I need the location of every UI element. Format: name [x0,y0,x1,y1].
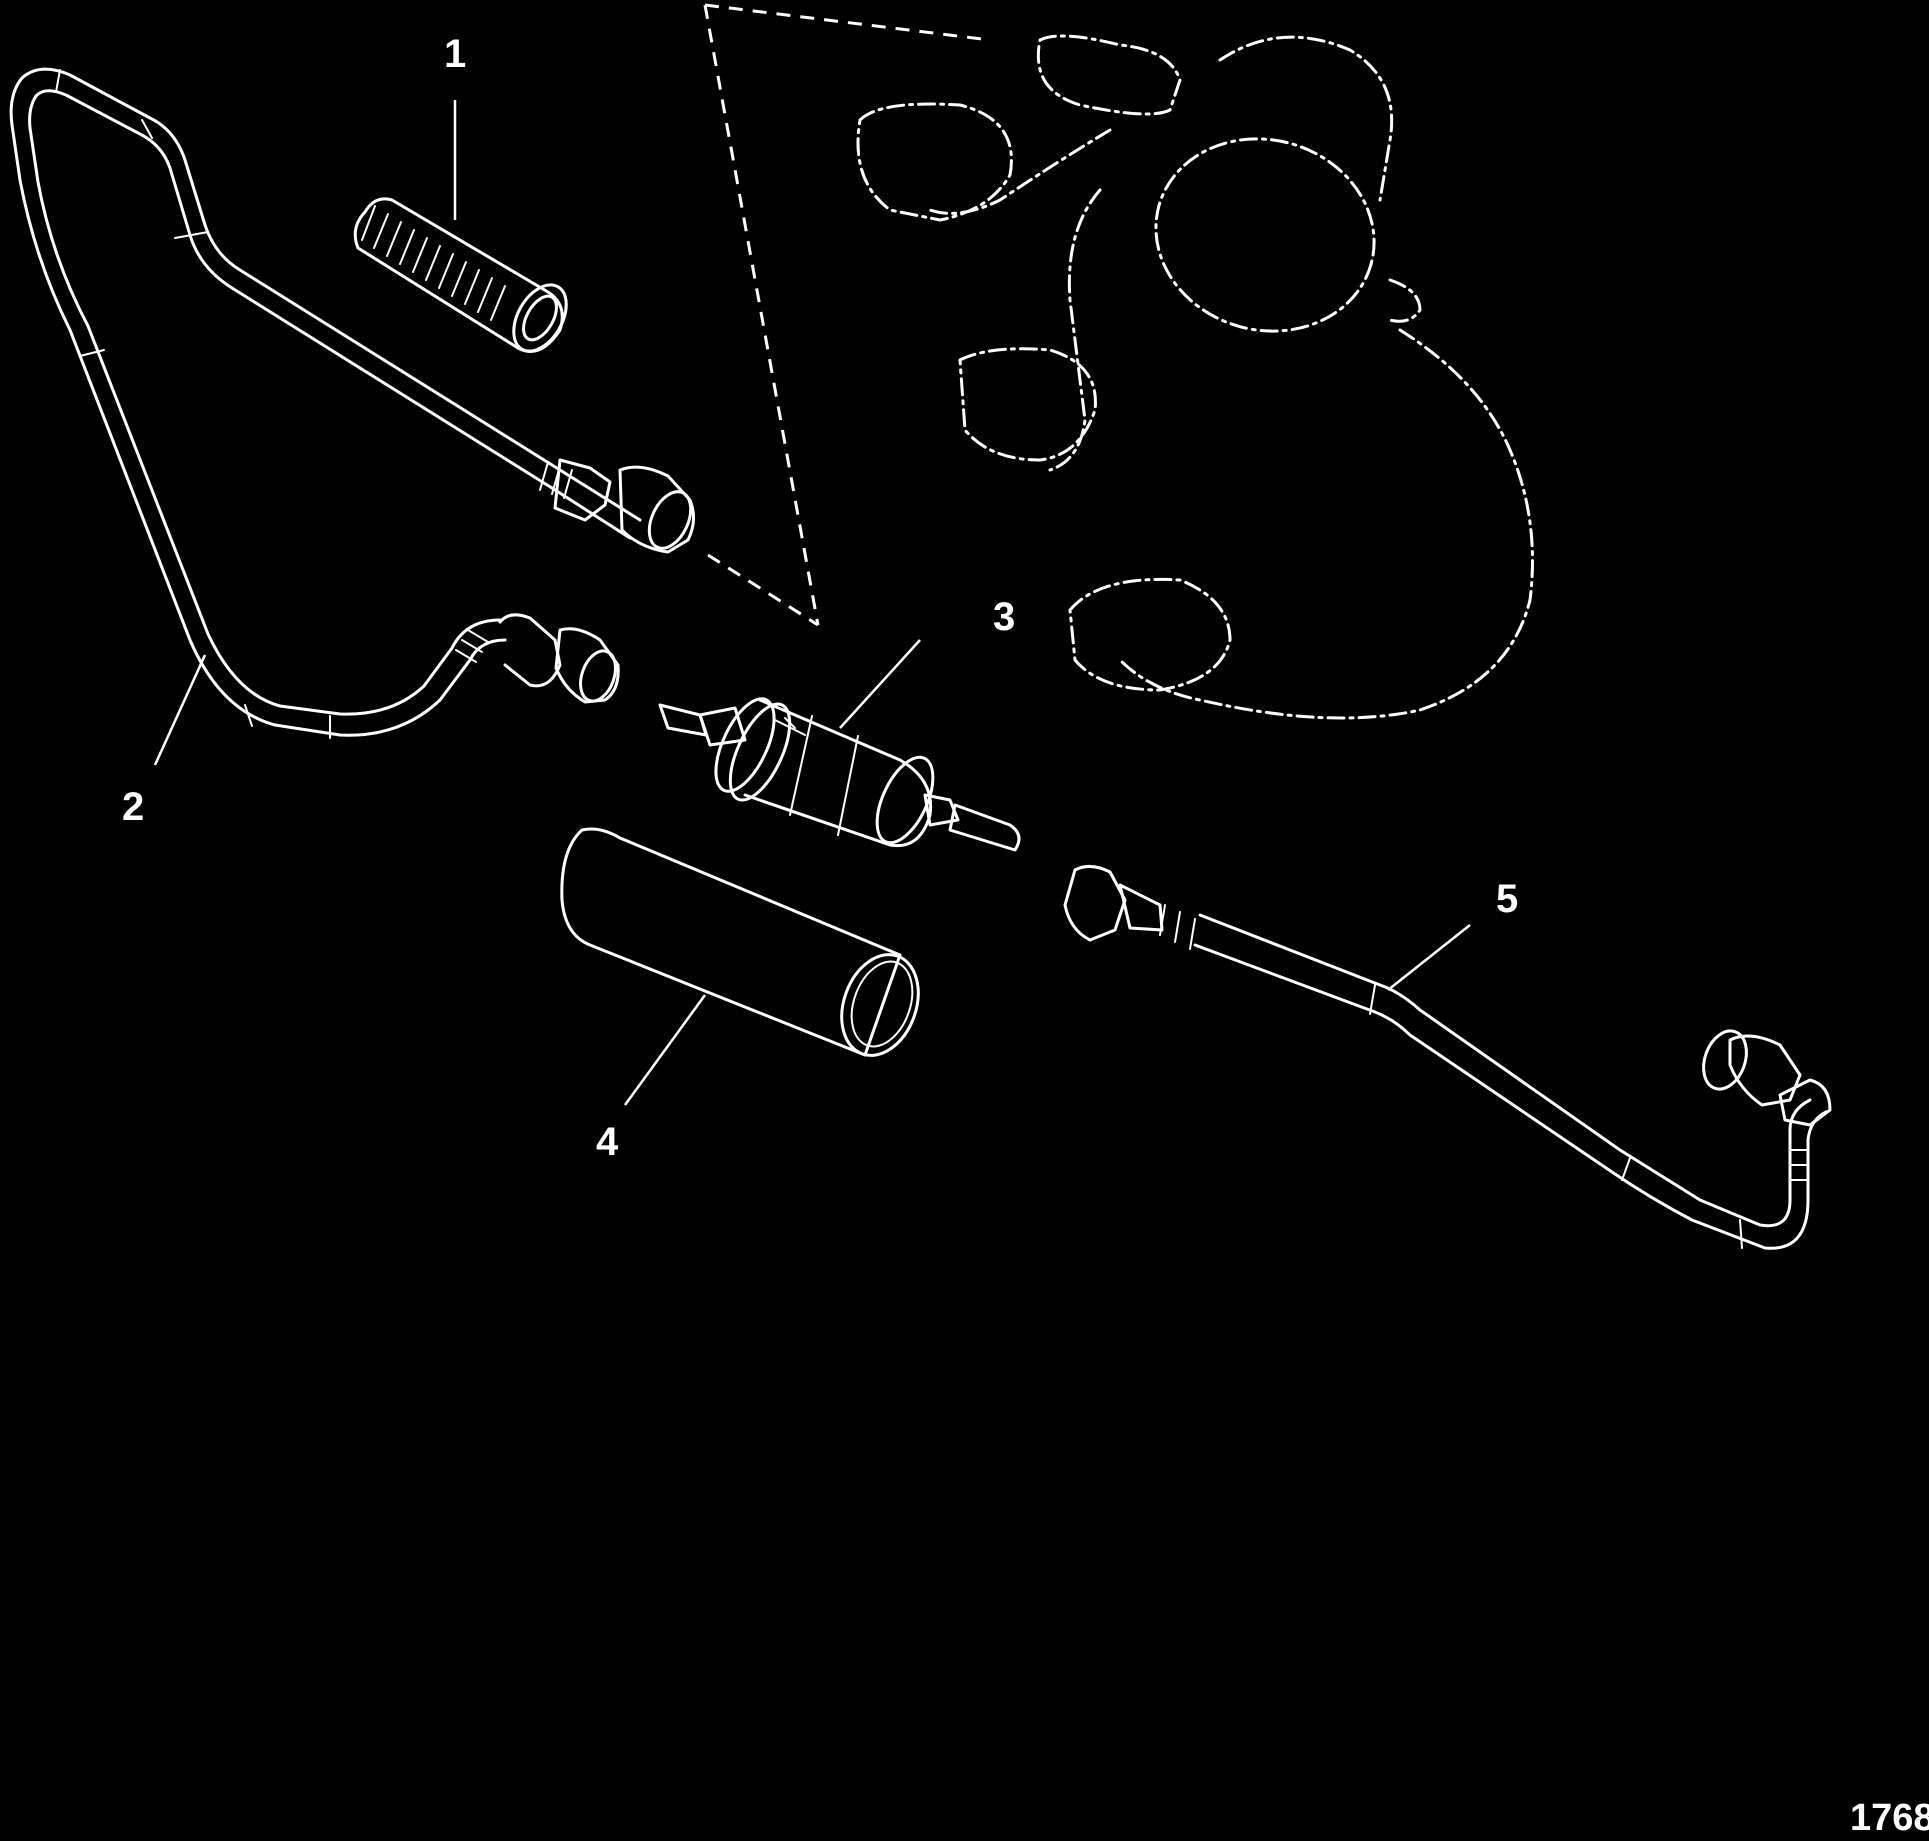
part-2-fuel-line [9,67,695,739]
part-4-sleeve-tube [560,827,920,1057]
callout-5: 5 [1496,877,1518,921]
leader-3 [839,639,921,729]
dashed-reference-lines [703,3,991,627]
callout-4: 4 [596,1120,619,1164]
part-5-fuel-line [1063,865,1832,1250]
leader-4 [623,994,707,1106]
callout-3: 3 [993,595,1015,639]
part-1-threaded-sleeve [353,197,568,353]
leader-5 [1387,924,1471,991]
callout-2: 2 [122,785,144,829]
callout-1: 1 [444,32,466,76]
leader-2 [153,654,207,766]
engine-fuel-system-phantom [856,34,1534,720]
figure-number: 1768 [1850,1797,1929,1839]
part-3-fuel-filter [658,697,1021,852]
